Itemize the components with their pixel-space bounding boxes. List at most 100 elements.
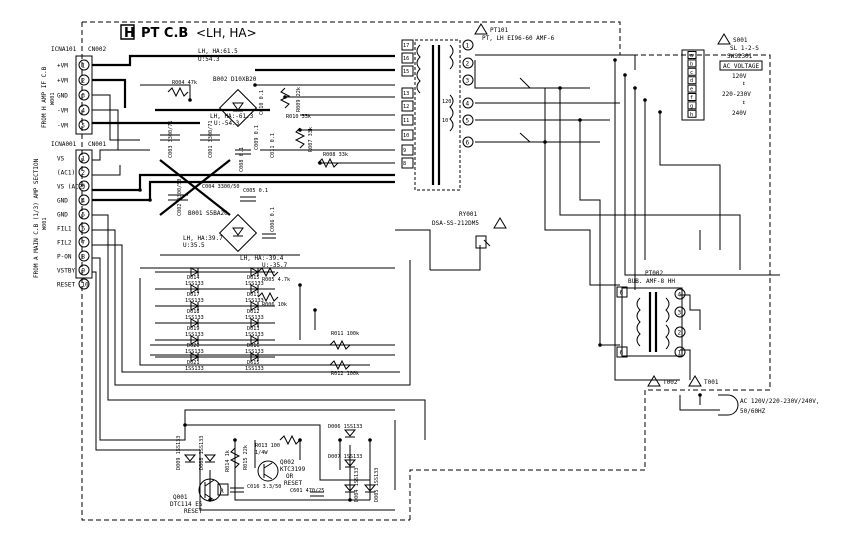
cn001-pin-3 — [79, 181, 89, 191]
junction-dot — [208, 498, 212, 502]
board-title: H PT C.B <LH, HA> — [121, 25, 257, 41]
pt101-pin-right — [463, 137, 473, 147]
resistor-r006: R006 10k — [258, 293, 288, 308]
svg-text:R005 4.7k: R005 4.7k — [262, 277, 291, 283]
pt002-pin-number: 4 — [678, 291, 682, 298]
warning-icon — [494, 218, 506, 228]
svg-text:D007 1SS133: D007 1SS133 — [328, 454, 362, 460]
pt002-pin-number: 1 — [678, 349, 682, 356]
resistor-r009: R009 22k — [281, 86, 302, 112]
capacitors: C003 3300/71 C001 3300/71 C002 3300/50 C… — [160, 90, 324, 496]
junction-dot — [253, 83, 257, 87]
svg-text:C001 3300/71: C001 3300/71 — [208, 121, 214, 158]
cn002-pin-label: +VM — [57, 77, 68, 84]
junction-dot — [283, 95, 287, 99]
pt101-pin-number: 13 — [403, 91, 409, 97]
vp2b-label: U:-54.3 — [214, 120, 240, 127]
junction-dot — [138, 188, 142, 192]
cn002-pin-label: +VM — [57, 62, 68, 69]
cn001-pin-2 — [79, 167, 89, 177]
junction-dot — [183, 423, 187, 427]
pt101-pin-left — [402, 66, 413, 76]
warning-icon — [689, 376, 701, 386]
svg-text:DTC114 ES: DTC114 ES — [170, 501, 203, 508]
cn001-pin-6 — [79, 223, 89, 233]
junction-dot — [298, 128, 302, 132]
svg-text:PT002: PT002 — [645, 270, 663, 277]
pt002-pin-right — [675, 289, 685, 299]
cn001-pin-label: (AC1) — [57, 169, 75, 176]
vp1b-label: U:54.3 — [198, 56, 220, 63]
board-subtitle: <LH, HA> — [196, 26, 257, 40]
diode-ref: D016 — [247, 343, 260, 349]
cn001-pin-8 — [79, 251, 89, 261]
cn002-pin-label: -VM — [57, 122, 68, 129]
svg-text:R009 22k: R009 22k — [296, 86, 302, 112]
pt101-pin-left — [402, 115, 413, 125]
resistor-r015: R015 22k — [243, 444, 249, 470]
relay-ry001: RY001 DSA-SS-212DM5 — [432, 211, 506, 248]
svg-text:C008 0.1: C008 0.1 — [239, 147, 245, 172]
junction-dots — [138, 58, 702, 502]
svg-text:D006 1SS133: D006 1SS133 — [328, 424, 362, 430]
svg-text:C003 3300/71: C003 3300/71 — [168, 121, 174, 158]
ac-input: T002 T001 AC 120V/220-230V/240V, 50/60HZ — [648, 376, 819, 415]
diode-ref: D020 — [187, 343, 200, 349]
diode-ref: D011 — [247, 292, 260, 298]
diode-part: 1SS133 — [185, 349, 204, 355]
arrow-up-icon: ↕ — [742, 80, 746, 87]
capacitor-c009: C009 0.1 — [254, 125, 260, 150]
cn002-side-label: FROM H AMP IF C.B — [41, 66, 48, 128]
svg-text:AC VOLTAGE: AC VOLTAGE — [723, 63, 760, 70]
svg-text:R008 33k: R008 33k — [323, 152, 349, 158]
pt101-primary-winding — [417, 45, 420, 93]
svg-text:R014 1k: R014 1k — [225, 449, 231, 472]
pt002-pin-number: 3 — [678, 309, 682, 316]
cn002-pin-number: 3 — [81, 92, 85, 99]
junction-dot — [698, 393, 702, 397]
diode-ref: D018 — [187, 309, 200, 315]
pt002-pin-number: 6 — [620, 349, 624, 356]
ac-plug-icon — [728, 395, 738, 415]
junction-dot — [623, 73, 627, 77]
resistor-r013: R013 100 1/4W — [255, 436, 300, 456]
cn002-ref: CN002 — [88, 46, 106, 53]
cn002-pin-number: 5 — [81, 122, 85, 129]
junction-dot — [233, 438, 237, 442]
switch-contact — [688, 85, 696, 92]
svg-text:220-230V: 220-230V — [722, 91, 751, 98]
cn002-pin-3 — [79, 90, 89, 100]
diode-part: 1SS133 — [245, 332, 264, 338]
cn001-pin-label: FIL1 — [57, 225, 72, 232]
diode-part: 1SS133 — [245, 349, 264, 355]
switch-contact — [688, 110, 696, 117]
thin-wiring — [92, 55, 780, 510]
svg-text:C010 0.1: C010 0.1 — [259, 90, 265, 115]
svg-text:T002: T002 — [663, 379, 678, 386]
junction-dot — [148, 198, 152, 202]
s001-body — [682, 50, 704, 120]
switch-contact-letter: d — [690, 78, 693, 84]
cn002-pin-label: -VM — [57, 107, 68, 114]
board-letter: H — [124, 26, 135, 41]
pt101-core — [415, 40, 460, 190]
cn001-pin-number: 5 — [81, 211, 85, 218]
diode-part: 1SS133 — [185, 281, 204, 287]
board-title-text: PT C.B — [141, 26, 188, 41]
switch-contact-letter: g — [690, 103, 693, 109]
svg-text:RY001: RY001 — [459, 211, 477, 218]
cn001-pin-label: RESET — [57, 281, 75, 288]
svg-text:C009 0.1: C009 0.1 — [254, 125, 260, 150]
cn001-pin-label: VSTBY — [57, 267, 75, 274]
pt101-pin-right — [463, 115, 473, 125]
svg-text:SL 1-2-S: SL 1-2-S — [730, 45, 759, 52]
resistors: R004 47k R009 22k R010 33k R007 33k R008… — [168, 80, 360, 472]
